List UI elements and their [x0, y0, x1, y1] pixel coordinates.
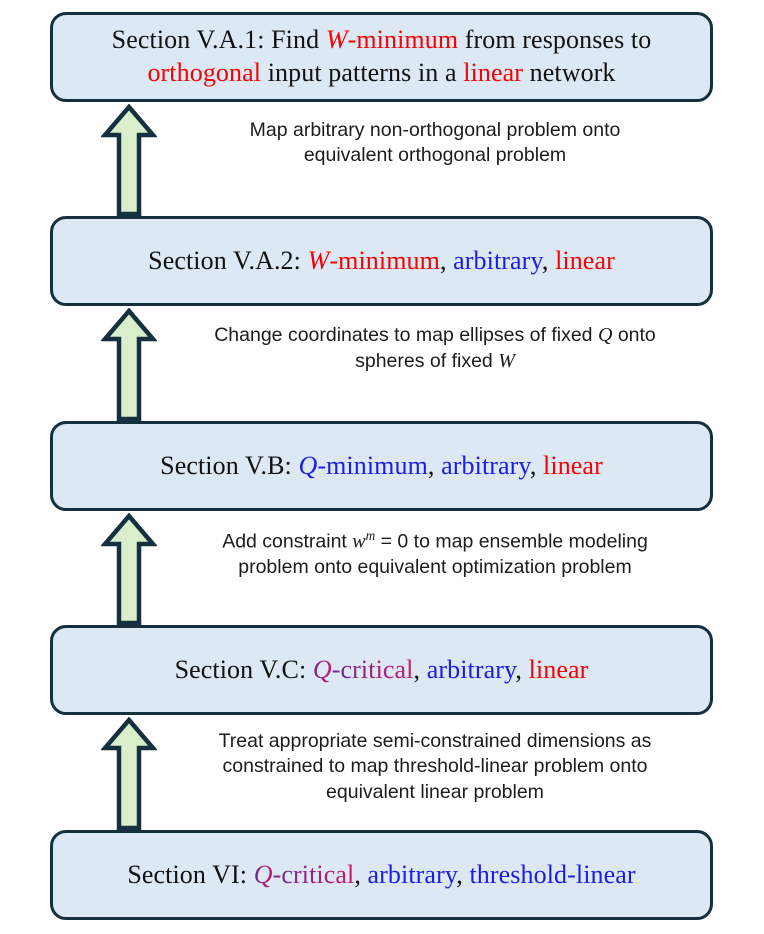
node2-lead: Section V.A.2: [148, 245, 308, 275]
node2-term2: arbitrary [453, 245, 542, 275]
arrow-up-icon [101, 308, 157, 421]
edge4-line2: constrained to map threshold-linear prob… [222, 755, 648, 778]
edge4-line1: Treat appropriate semi-constrained dimen… [218, 730, 652, 752]
edge2-line1: Change coordinates to map ellipses of fi… [155, 322, 715, 348]
edge3-line1-sup: m [365, 528, 376, 543]
arrow-up-node2-to-node1 [101, 104, 157, 216]
node-section-v-a-2-text: Section V.A.2: W-minimum, arbitrary, lin… [134, 245, 629, 278]
node1-line2-mid: input patterns in a [261, 58, 464, 87]
node2-term3: linear [555, 245, 615, 275]
node5-term3: threshold-linear [469, 859, 636, 889]
edge-label-node5-to-node4: Treat appropriate semi-constrained dimen… [155, 729, 715, 805]
node3-sep2: , [529, 450, 544, 480]
node-section-v-b[interactable]: Section V.B: Q-minimum, arbitrary, linea… [50, 421, 713, 511]
node2-sep1: , [439, 245, 454, 275]
node2-sep2: , [541, 245, 556, 275]
edge-label-node2-to-node1: Map arbitrary non-orthogonal problem ont… [155, 118, 715, 169]
edge1-line1: Map arbitrary non-orthogonal problem ont… [249, 119, 621, 141]
edge2-line1-pre: Change coordinates to map ellipses of fi… [214, 324, 598, 346]
node4-term2: arbitrary [426, 654, 516, 684]
node-section-v-c-text: Section V.C: Q-critical, arbitrary, line… [161, 654, 603, 687]
edge3-line1-pre: Add constraint [222, 530, 353, 553]
node5-term1: -critical [272, 859, 355, 889]
arrow-up-node3-to-node2 [101, 308, 157, 421]
node5-term2: arbitrary [367, 859, 457, 889]
node3-term1: -minimum [317, 450, 428, 480]
arrow-up-node4-to-node3 [101, 513, 157, 625]
edge1-line2: equivalent orthogonal problem [303, 144, 567, 167]
arrow-up-icon [101, 717, 157, 830]
node3-math: Q [298, 450, 318, 480]
node5-lead: Section VI: [127, 859, 254, 889]
edge2-line2-pre: spheres of fixed [355, 350, 499, 373]
node-section-v-c[interactable]: Section V.C: Q-critical, arbitrary, line… [50, 625, 713, 715]
edge-label-node4-to-node3: Add constraint wm = 0 to map ensemble mo… [155, 527, 715, 580]
node3-sep1: , [427, 450, 442, 480]
arrow-up-node5-to-node4 [101, 717, 157, 830]
node3-term2: arbitrary [441, 450, 530, 480]
node4-term3: linear [528, 654, 589, 684]
node-section-vi-text: Section VI: Q-critical, arbitrary, thres… [113, 859, 649, 892]
node4-lead: Section V.C: [174, 654, 313, 684]
node1-line1-lead: Section V.A.1: Find [111, 25, 326, 55]
arrow-up-icon [101, 513, 157, 625]
node1-line2-emph2: linear [463, 58, 524, 87]
edge3-line1: Add constraint wm = 0 to map ensemble mo… [155, 527, 715, 555]
edge4-line3: equivalent linear problem [326, 780, 544, 803]
node-section-v-a-1-text: Section V.A.1: Find W-minimum from respo… [98, 24, 666, 90]
edge2-line2-math: W [498, 350, 515, 373]
node5-math: Q [253, 859, 273, 889]
node1-line2-tail: network [523, 58, 616, 87]
node1-line1-tail: from responses to [458, 25, 652, 55]
arrow-up-icon [101, 104, 157, 216]
edge3-line2: problem onto equivalent optimization pro… [238, 555, 632, 578]
edge3-line1-math: w [352, 530, 366, 553]
node2-term1: -minimum [329, 245, 440, 275]
edge2-line1-post: onto [612, 324, 656, 346]
node1-line1-math: W [325, 25, 348, 55]
node-section-vi[interactable]: Section VI: Q-critical, arbitrary, thres… [50, 830, 713, 920]
node4-math: Q [312, 654, 332, 684]
node1-line1-emph: -minimum [347, 25, 459, 55]
edge2-line1-math: Q [597, 324, 613, 346]
edge-label-node3-to-node2: Change coordinates to map ellipses of fi… [155, 322, 715, 375]
node-section-v-a-2[interactable]: Section V.A.2: W-minimum, arbitrary, lin… [50, 216, 713, 306]
edge2-line2: spheres of fixed W [155, 348, 715, 374]
node-section-v-a-1[interactable]: Section V.A.1: Find W-minimum from respo… [50, 12, 713, 102]
node-section-v-b-text: Section V.B: Q-minimum, arbitrary, linea… [146, 450, 617, 483]
node5-sep1: , [354, 859, 368, 889]
node5-sep2: , [456, 859, 470, 889]
node1-line2-emph1: orthogonal [147, 58, 262, 87]
node4-sep1: , [413, 654, 427, 684]
node4-sep2: , [515, 654, 529, 684]
node2-math: W [307, 245, 330, 275]
node3-term3: linear [543, 450, 603, 480]
edge3-line1-post: = 0 to map ensemble modeling [375, 530, 648, 553]
node4-term1: -critical [331, 654, 414, 684]
node3-lead: Section V.B: [160, 450, 299, 480]
